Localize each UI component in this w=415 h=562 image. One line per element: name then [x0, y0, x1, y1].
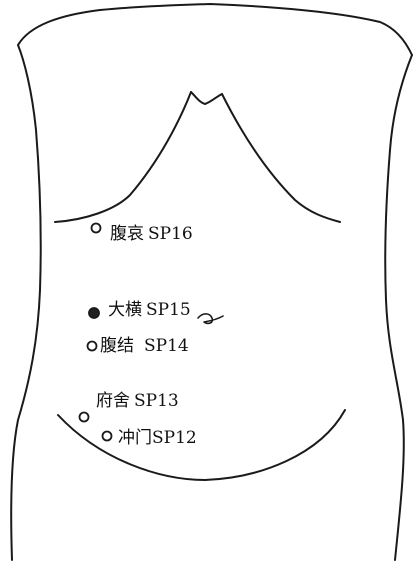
- point-marker-sp16: [90, 222, 102, 234]
- point-code: SP13: [134, 391, 179, 411]
- right-side-contour: [384, 54, 413, 561]
- point-code: SP15: [146, 300, 191, 320]
- point-name: 大横: [108, 300, 142, 320]
- point-label-sp14: 腹结 SP14: [100, 336, 189, 356]
- point-code: SP12: [152, 428, 197, 448]
- point-name: 腹哀: [110, 224, 144, 244]
- left-side-contour: [10, 44, 42, 561]
- point-marker-sp12: [101, 430, 113, 442]
- point-marker-sp15: [88, 307, 100, 319]
- point-name: 腹结: [100, 336, 134, 356]
- point-code: SP16: [148, 224, 193, 244]
- right-costal-margin: [221, 93, 341, 223]
- point-code: SP14: [144, 336, 189, 356]
- point-name: 冲门: [118, 428, 152, 448]
- shoulder-line: [17, 3, 413, 56]
- point-label-sp12: 冲门SP12: [118, 428, 197, 448]
- point-marker-sp14: [86, 340, 98, 352]
- point-name: 府舍: [96, 391, 130, 411]
- navel: [197, 313, 224, 325]
- inguinal-curve: [57, 409, 346, 481]
- left-costal-margin: [54, 91, 192, 223]
- xiphoid-notch: [190, 91, 223, 105]
- point-marker-sp13: [78, 411, 90, 423]
